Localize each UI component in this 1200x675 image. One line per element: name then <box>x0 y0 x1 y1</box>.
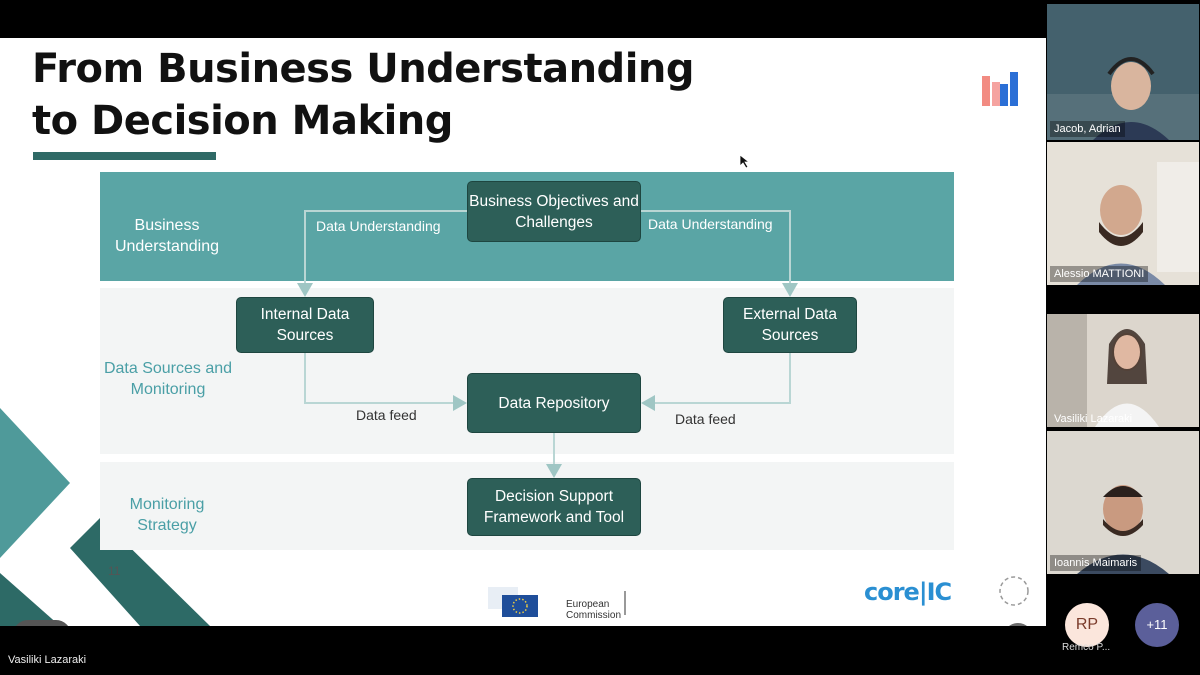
european-commission-logo <box>488 587 626 617</box>
participant-video-frame <box>1047 142 1199 285</box>
presenter-name: Vasiliki Lazaraki <box>8 654 87 666</box>
more-participants-button[interactable]: +11 <box>1135 603 1179 647</box>
participant-video-jacob[interactable]: Jacob, Adrian <box>1047 4 1199 140</box>
participant-video-ioannis[interactable]: Ioannis Maimaris <box>1047 431 1199 574</box>
participant-name-tag: Ioannis Maimaris <box>1050 555 1142 571</box>
avatar[interactable]: RP <box>1065 603 1109 647</box>
right-arrow-icon[interactable]: → <box>42 620 71 626</box>
band-label-business: Business Understanding <box>114 217 220 255</box>
participant-name-tag: Jacob, Adrian <box>1050 121 1125 137</box>
participant-video-alessio[interactable]: Alessio MATTIONI <box>1047 142 1199 285</box>
ec-text-line-1: European <box>566 599 610 610</box>
thumbs-up-icon[interactable]: 👍 <box>1003 623 1033 626</box>
ec-text-line-2: Commission <box>566 610 622 621</box>
participant-video-frame <box>1047 4 1199 140</box>
mouse-cursor-icon <box>740 155 750 169</box>
flow-label-data-feed-right: Data feed <box>675 411 736 427</box>
brand-logo <box>982 72 1018 106</box>
slide-title-line-2: to Decision Making <box>32 98 453 144</box>
coreic-logo: core|IC <box>864 578 952 606</box>
box-data-repository: Data Repository <box>467 373 641 433</box>
flow-label-data-understanding-right: Data Understanding <box>648 216 773 232</box>
shared-slide: From Business Understanding to Decision … <box>0 38 1046 626</box>
box-business-objectives-label: Business Objectives and Challenges <box>469 192 639 231</box>
title-underline <box>33 152 216 160</box>
participant-name-tag: Vasiliki Lazaraki <box>1054 413 1133 425</box>
flow-connectors <box>297 210 798 478</box>
slide-navigation: ← → <box>13 620 71 626</box>
band-label-monitoring: Monitoring Strategy <box>129 496 205 534</box>
box-external-sources: External Data Sources <box>723 297 857 353</box>
box-external-sources-label: External Data Sources <box>743 306 837 344</box>
participant-name-tag: Alessio MATTIONI <box>1050 266 1149 282</box>
slide-title-line-1: From Business Understanding <box>32 46 695 92</box>
box-business-objectives: Business Objectives and Challenges <box>467 181 641 242</box>
band-label-data-sources: Data Sources and Monitoring <box>103 360 233 398</box>
flow-label-data-feed-left: Data feed <box>356 407 417 423</box>
participant-video-vasiliki[interactable] <box>1047 314 1199 427</box>
avatar-name: Remco P... <box>1062 642 1111 653</box>
box-decision-support-label: Decision Support Framework and Tool <box>483 488 625 526</box>
flow-label-data-understanding-left: Data Understanding <box>316 218 441 234</box>
box-internal-sources: Internal Data Sources <box>236 297 374 353</box>
participant-video-frame <box>1047 314 1199 427</box>
rare-logo <box>999 576 1029 606</box>
box-internal-sources-label: Internal Data Sources <box>260 306 350 344</box>
participant-video-frame <box>1047 431 1199 574</box>
european-commission-text: European Commission <box>566 599 621 621</box>
box-decision-support: Decision Support Framework and Tool <box>467 478 641 536</box>
slide-page-number: 11 <box>108 564 121 578</box>
left-arrow-icon[interactable]: ← <box>13 620 42 626</box>
box-data-repository-label: Data Repository <box>498 394 610 412</box>
